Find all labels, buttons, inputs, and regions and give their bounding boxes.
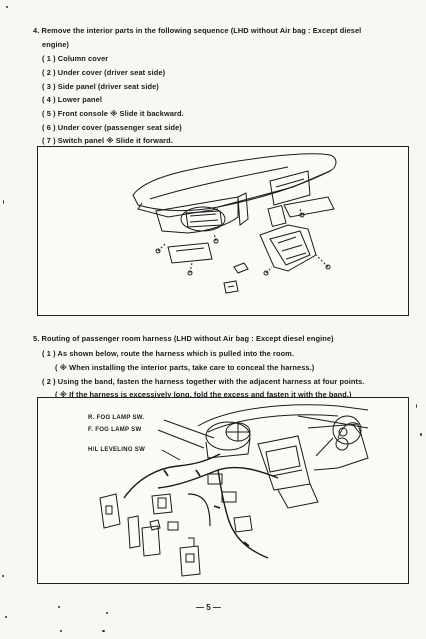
- ffog-lamp-switch-label: F. FOG LAMP SW: [88, 427, 142, 433]
- section4-heading: 4. Remove the interior parts in the foll…: [33, 26, 362, 35]
- headlamp-leveling-switch-label: H/L LEVELING SW: [88, 447, 146, 453]
- step-under-cover-driver: ( 2 ) Under cover (driver seat side): [42, 68, 166, 77]
- section5-heading: 5. Routing of passenger room harness (LH…: [33, 334, 334, 343]
- section5-step2-note: ( ※ If the harness is excessively long, …: [55, 390, 352, 399]
- page-number: — 5 —: [196, 603, 221, 612]
- interior-parts-diagram: [132, 153, 337, 294]
- section5-step1-note: ( ※ When installing the interior parts, …: [55, 363, 315, 372]
- section5-step1: ( 1 ) As shown below, route the harness …: [42, 349, 295, 358]
- step-column-cover: ( 1 ) Column cover: [42, 54, 109, 63]
- rfog-lamp-switch-label: R. FOG LAMP SW.: [88, 415, 145, 421]
- harness-routing-diagram: [99, 404, 369, 577]
- section4-heading-cont: engine): [42, 40, 69, 49]
- step-side-panel: ( 3 ) Side panel (driver seat side): [42, 82, 159, 91]
- step-switch-panel: ( 7 ) Switch panel ※ Slide it forward.: [42, 136, 173, 145]
- section5-step2: ( 2 ) Using the band, fasten the harness…: [42, 377, 365, 386]
- step-under-cover-passenger: ( 6 ) Under cover (passenger seat side): [42, 123, 182, 132]
- interior-parts-figure: [37, 146, 409, 316]
- step-front-console: ( 5 ) Front console ※ Slide it backward.: [42, 109, 184, 118]
- harness-routing-figure: R. FOG LAMP SW. F. FOG LAMP SW H/L LEVEL…: [37, 397, 409, 584]
- step-lower-panel: ( 4 ) Lower panel: [42, 95, 103, 104]
